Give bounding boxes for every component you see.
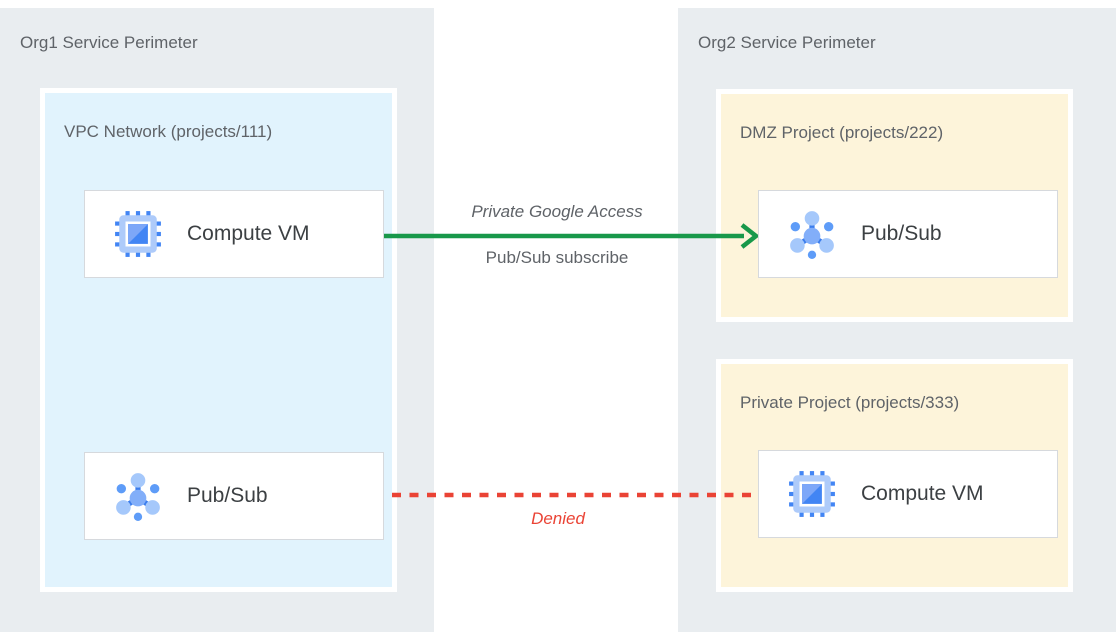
org2-perimeter-title: Org2 Service Perimeter bbox=[698, 33, 876, 52]
compute-engine-icon bbox=[115, 211, 161, 257]
allowed-caption-private-google-access: Private Google Access bbox=[471, 202, 643, 221]
org1-compute-vm-card: Compute VM bbox=[84, 190, 384, 278]
node-label: Compute VM bbox=[861, 482, 984, 505]
node-label: Pub/Sub bbox=[187, 484, 268, 507]
node-label: Pub/Sub bbox=[861, 222, 942, 245]
private-project-title: Private Project (projects/333) bbox=[740, 393, 960, 412]
org1-perimeter-title: Org1 Service Perimeter bbox=[20, 33, 198, 52]
pubsub-icon bbox=[790, 211, 834, 259]
org1-pubsub-card: Pub/Sub bbox=[84, 452, 384, 540]
node-label: Compute VM bbox=[187, 222, 310, 245]
private-compute-vm-card: Compute VM bbox=[758, 450, 1058, 538]
pubsub-icon bbox=[116, 473, 160, 521]
denied-caption: Denied bbox=[531, 509, 585, 528]
dmz-project-title: DMZ Project (projects/222) bbox=[740, 123, 944, 142]
vpc-network-title: VPC Network (projects/111) bbox=[64, 122, 273, 141]
allowed-caption-pubsub-subscribe: Pub/Sub subscribe bbox=[485, 248, 629, 267]
compute-engine-icon bbox=[789, 471, 835, 517]
dmz-pubsub-card: Pub/Sub bbox=[758, 190, 1058, 278]
